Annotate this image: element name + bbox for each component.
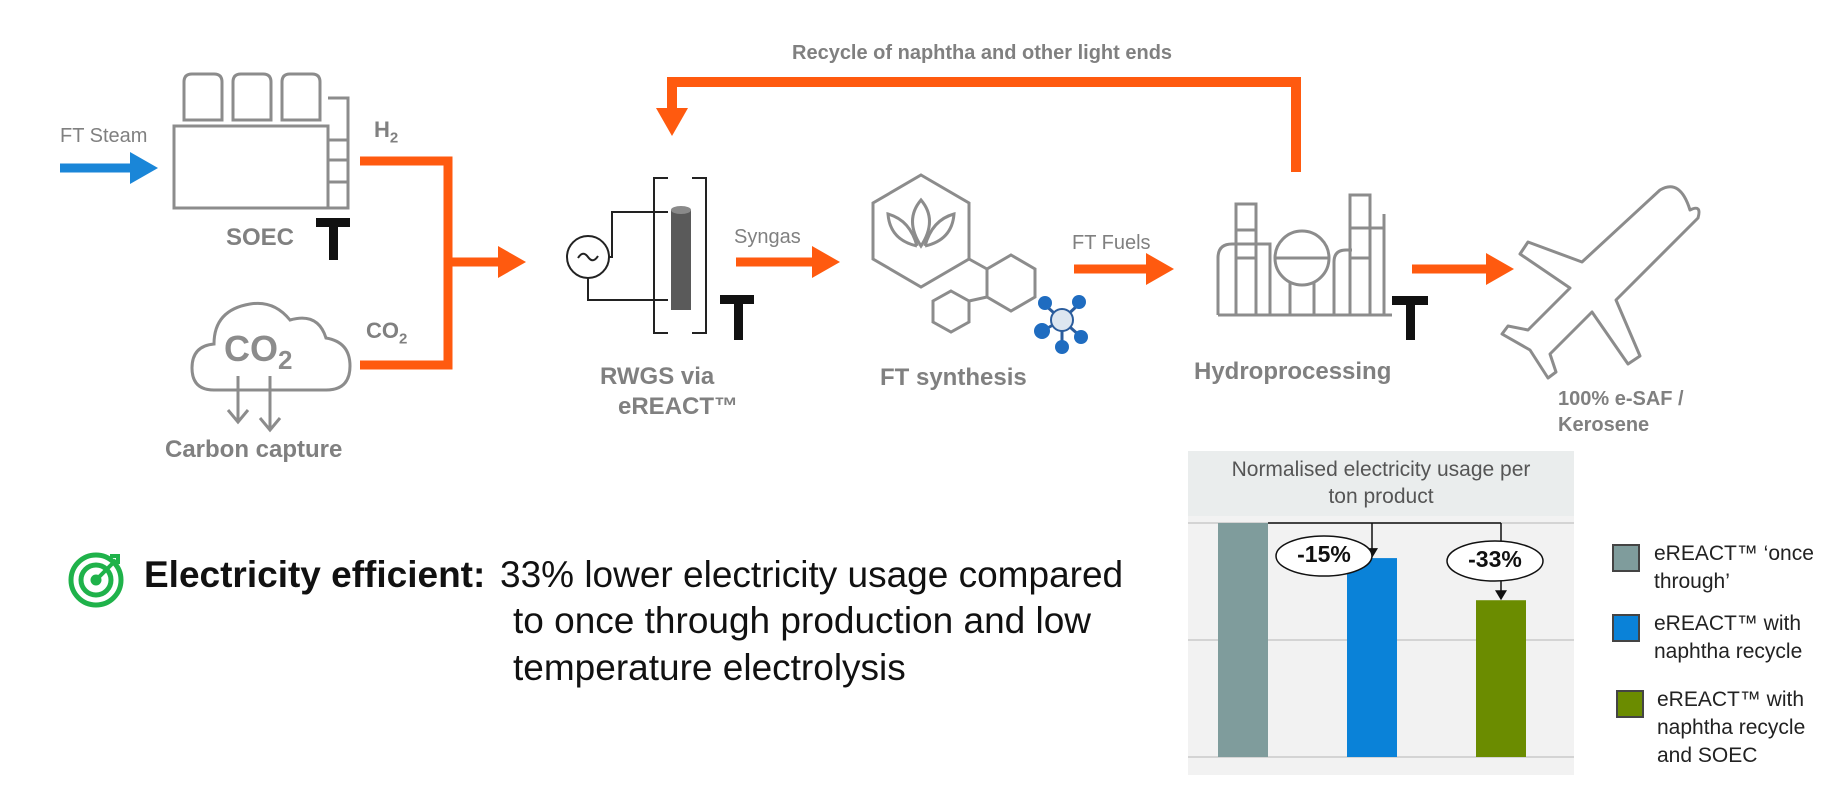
merge-arrowhead	[498, 246, 526, 278]
co2-label: CO2	[366, 318, 408, 348]
ft-synthesis-label: FT synthesis	[880, 364, 1027, 391]
chart-annotation-label-1: -15%	[1297, 541, 1351, 567]
efficiency-line-2: to once through production and low	[513, 600, 1092, 641]
legend-swatch-1	[1612, 544, 1640, 572]
airplane-icon	[1500, 185, 1701, 380]
chart-annotation-label-2: -33%	[1468, 546, 1522, 572]
ft-fuels-label: FT Fuels	[1072, 232, 1151, 254]
carbon-capture-label: Carbon capture	[165, 436, 343, 463]
ft-steam-arrowhead	[130, 152, 158, 184]
ft-steam-label: FT Steam	[60, 125, 148, 147]
catalyst-molecule-icon	[1034, 295, 1088, 354]
efficiency-line-3: temperature electrolysis	[513, 647, 906, 688]
soec-stack-icon	[172, 72, 350, 210]
legend-swatch-2	[1612, 614, 1640, 642]
syngas-arrowhead	[812, 246, 840, 278]
product-label: 100% e-SAF /Kerosene	[1558, 388, 1684, 436]
efficiency-heading: Electricity efficient:	[144, 554, 486, 595]
product-arrowhead	[1486, 253, 1514, 285]
co2-line	[360, 262, 453, 370]
ft-synthesis-icon	[871, 173, 1037, 334]
soec-label: SOEC	[226, 224, 295, 251]
target-icon	[68, 552, 124, 608]
refinery-icon	[1216, 193, 1392, 317]
cloud-icon	[190, 301, 352, 433]
t-marker-hydro	[1392, 296, 1428, 340]
ft-fuels-arrowhead	[1146, 253, 1174, 285]
legend-swatch-3	[1616, 690, 1644, 718]
hydroprocessing-label: Hydroprocessing	[1194, 358, 1392, 385]
recycle-loop-line	[667, 77, 1301, 172]
syngas-label: Syngas	[734, 226, 801, 248]
t-marker-soec	[316, 218, 350, 260]
rwgs-reactor-icon	[566, 177, 707, 334]
reactor-cylinder-top	[671, 206, 691, 214]
cloud-co2-text: CO2	[224, 328, 293, 376]
h2-label: H2	[374, 117, 399, 147]
recycle-arrowhead	[656, 108, 688, 136]
t-marker-rwgs	[720, 295, 754, 340]
recycle-label: Recycle of naphtha and other light ends	[792, 42, 1173, 64]
reactor-cylinder	[671, 210, 691, 310]
efficiency-line-1: 33% lower electricity usage compared	[500, 554, 1124, 595]
h2-line	[360, 156, 453, 262]
